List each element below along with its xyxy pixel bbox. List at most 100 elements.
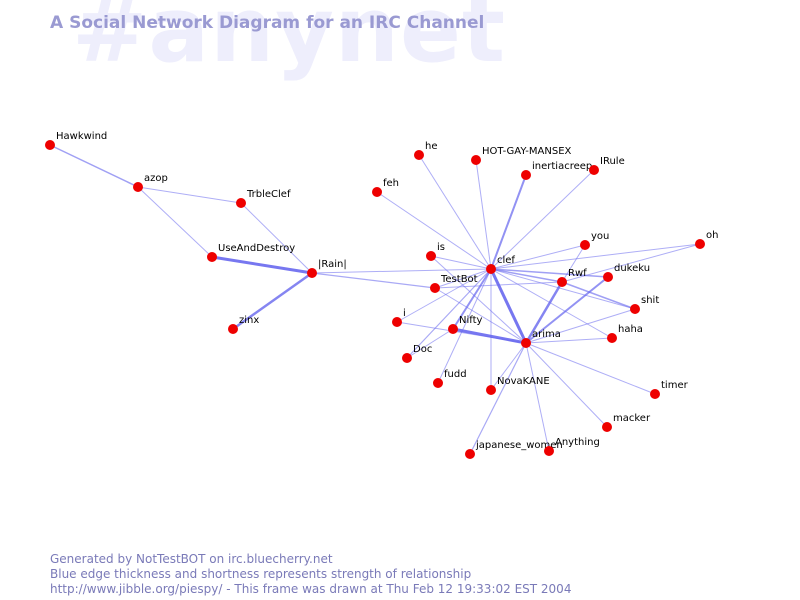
edge-arima-shit [525,308,636,344]
node-label: you [591,231,609,242]
node-dot [307,268,317,278]
node-Rwf: Rwf [557,268,587,287]
node-label: UseAndDestroy [218,243,295,254]
node-dot [580,240,590,250]
node-label: feh [383,178,399,189]
node-clef: clef [486,255,515,274]
node-dot [372,187,382,197]
edge-arima-japanese_women [469,342,527,455]
node-dot [603,272,613,282]
node-IRule: IRule [589,156,625,175]
footer: Generated by NotTestBOT on irc.bluecherr… [50,552,571,597]
node-he: he [414,141,438,160]
edge-clef-Nifty [452,268,492,330]
node-dot [236,198,246,208]
edge-clef-haha [490,268,613,339]
node-dot [521,338,531,348]
node-dot [228,324,238,334]
node-label: arima [532,329,561,340]
footer-legend-note: Blue edge thickness and shortness repres… [50,567,472,581]
node-Anything: Anything [544,437,600,456]
node-layer: HawkwindazopTrbleClefUseAndDestroy|Rain|… [45,131,718,459]
node-dot [402,353,412,363]
node-japanese_women: japanese_women [465,440,563,459]
node-dot [133,182,143,192]
node-dot [448,324,458,334]
node-dot [602,422,612,432]
node-feh: feh [372,178,399,197]
node-haha: haha [607,324,643,343]
edge-azop-UseAndDestroy [137,186,213,258]
edge-azop-TrbleClef [137,186,242,204]
node-dot [392,317,402,327]
node-label: Rwf [568,268,587,279]
edge-dukeku-arima [525,276,609,344]
edge-is-clef [430,255,492,270]
node-dot [695,239,705,249]
edge-TestBot-Rwf [434,281,563,289]
node-label: IRule [600,156,625,167]
node-fudd: fudd [433,369,467,388]
node-arima: arima [521,329,561,348]
node-dot [45,140,55,150]
node-dot [589,165,599,175]
node-azop: azop [133,173,168,192]
node-Nifty: Nifty [448,315,483,334]
node-Rain: |Rain| [307,259,347,278]
footer-generated-by: Generated by NotTestBOT on irc.bluecherr… [50,552,333,566]
edge-Hawkwind-azop [49,144,139,188]
node-label: Anything [555,437,600,448]
node-is: is [426,242,445,261]
node-you: you [580,231,609,250]
edge-arima-timer [525,342,656,395]
edge-arima-macker [525,342,608,428]
node-dot [426,251,436,261]
edge-you-clef [490,244,586,270]
edge-Rain-clef [311,268,492,274]
edge-clef-i [396,268,492,323]
edge-clef-Rwf [490,268,563,283]
node-dot [433,378,443,388]
node-label: macker [613,413,651,424]
node-inertiacreep: inertiacreep [521,161,592,180]
node-label: i [403,308,406,319]
node-label: |Rain| [318,259,347,270]
node-label: Nifty [459,315,483,326]
node-label: HOT-GAY-MANSEX [482,146,572,157]
node-HOT-GAY-MANSEX: HOT-GAY-MANSEX [471,146,572,165]
node-label: Hawkwind [56,131,107,142]
edge-HOT-GAY-MANSEX-clef [475,159,492,270]
edge-arima-is [430,255,527,344]
edge-clef-dukeku [490,268,609,278]
node-dot [521,170,531,180]
node-Hawkwind: Hawkwind [45,131,107,150]
edge-TrbleClef-Rain [240,202,313,274]
node-dot [430,283,440,293]
edge-clef-arima [489,268,528,344]
edge-UseAndDestroy-Rain [211,255,313,275]
node-dot [650,389,660,399]
node-label: oh [706,230,718,241]
edge-clef-Doc [406,268,492,359]
node-dot [486,385,496,395]
node-timer: timer [650,380,689,399]
node-macker: macker [602,413,651,432]
node-i: i [392,308,406,327]
node-label: shit [641,295,659,306]
edge-he-clef [418,154,492,270]
node-label: clef [497,255,515,266]
node-Doc: Doc [402,344,432,363]
edge-Rwf-arima [524,281,564,344]
node-label: inertiacreep [532,161,592,172]
node-dot [486,264,496,274]
edge-TestBot-arima [434,287,527,344]
node-label: Doc [413,344,432,355]
footer-source-timestamp: http://www.jibble.org/piespy/ - This fra… [50,582,572,596]
node-NovaKANE: NovaKANE [486,376,550,395]
node-label: azop [144,173,168,184]
edge-Rain-TestBot [311,272,436,289]
edge-arima-Anything [525,342,550,452]
node-TestBot: TestBot [430,274,478,293]
node-dot [557,277,567,287]
